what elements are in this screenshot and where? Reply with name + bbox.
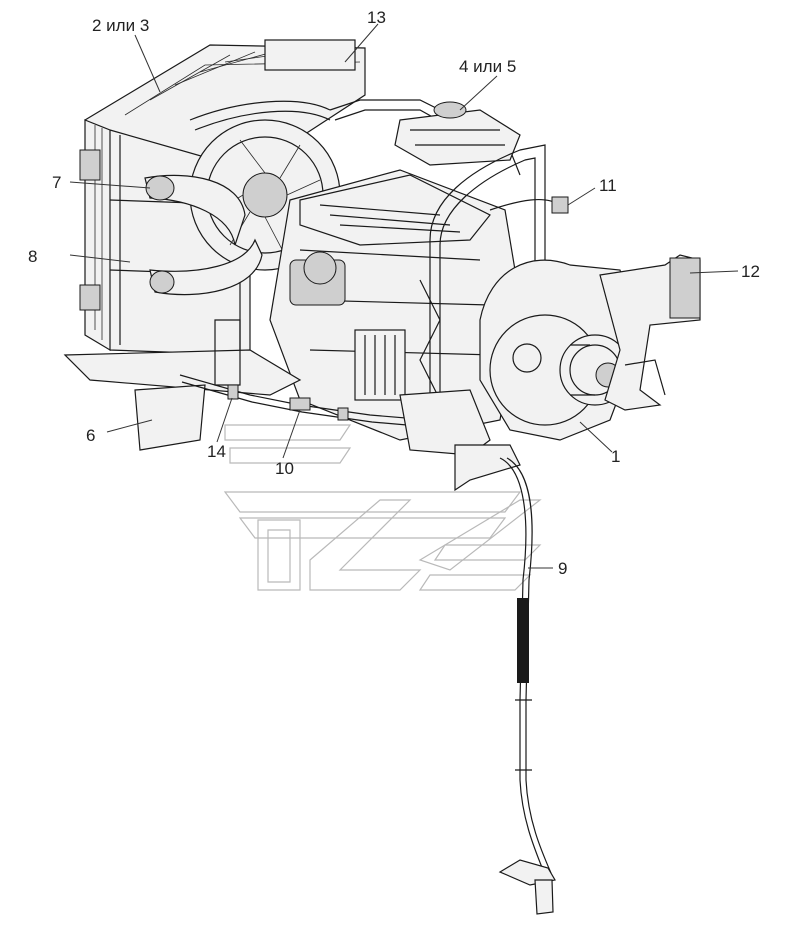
- callout-10: 10: [275, 459, 294, 478]
- callout-13: 13: [367, 8, 386, 27]
- mounting-bracket: [599, 254, 701, 411]
- flywheel-housing: [479, 259, 641, 441]
- coolant-hoses: [144, 100, 331, 296]
- callout-9: 9: [558, 559, 567, 578]
- leader-lines: [69, 23, 739, 569]
- callout-4-or-5: 4 или 5: [459, 57, 516, 76]
- lower-tubes: [179, 374, 431, 428]
- intake-pipe: [394, 101, 521, 166]
- callout-8: 8: [28, 247, 37, 266]
- callout-11: 11: [599, 176, 617, 195]
- callout-1: 1: [611, 447, 620, 466]
- front-beam: [63, 319, 302, 451]
- callout-12: 12: [741, 262, 760, 281]
- callout-14: 14: [207, 442, 226, 461]
- callout-7: 7: [52, 173, 61, 192]
- cable-assembly: [498, 457, 556, 915]
- watermark-logo: [223, 424, 542, 591]
- callout-2-or-3: 2 или 3: [92, 16, 149, 35]
- tube-frame: [429, 144, 546, 400]
- lower-mount: [399, 389, 521, 492]
- callout-labels: 2 или 3 13 4 или 5 7 8 11 12 6 14 10 1 9: [28, 8, 760, 578]
- engine-block: [269, 99, 521, 441]
- callout-6: 6: [86, 426, 95, 445]
